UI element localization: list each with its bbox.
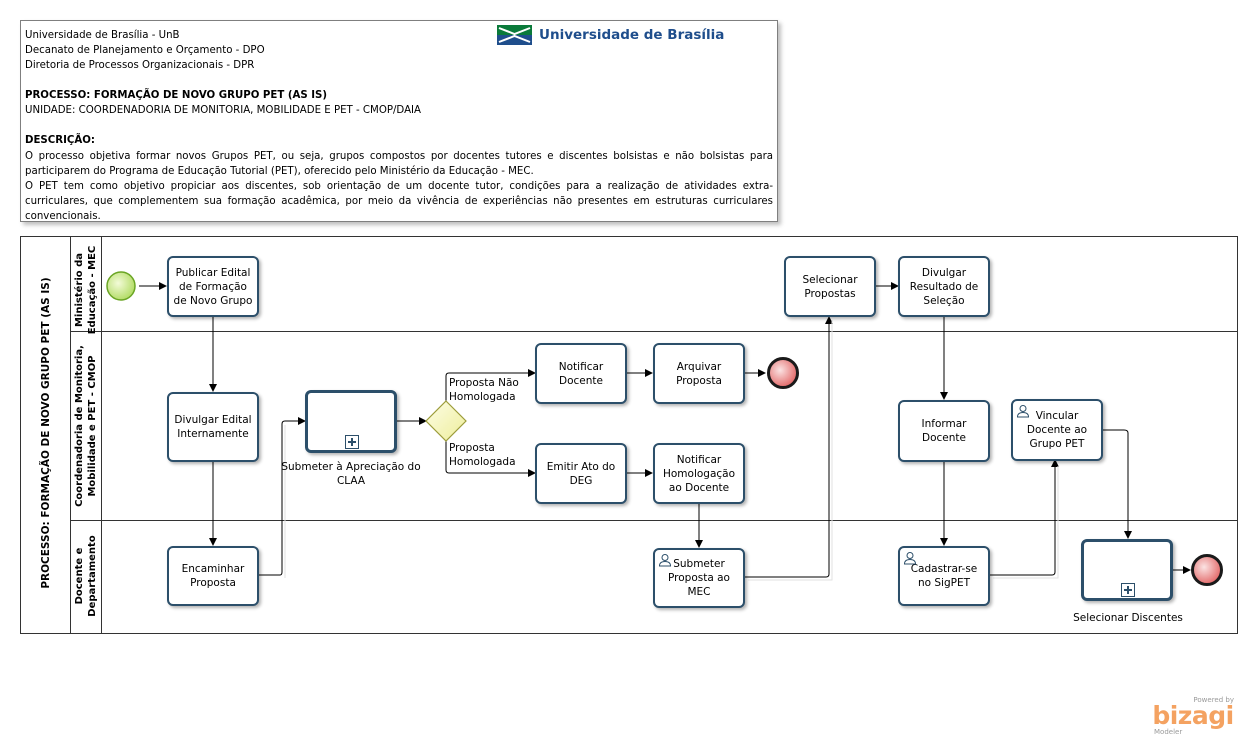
lane-header-column	[71, 237, 102, 633]
subprocess-expand-icon[interactable]	[345, 435, 359, 449]
logo-text: Universidade de Brasília	[539, 27, 725, 43]
description-paragraph-2: O PET tem como objetivo propiciar aos di…	[25, 181, 773, 222]
bizagi-product-text: Modeler	[1154, 728, 1183, 736]
task-publicar-edital-label: Publicar Edital de Formação de Novo Grup…	[173, 266, 253, 307]
lane-divider-2	[71, 520, 1237, 521]
task-informar-docente-label: Informar Docente	[921, 418, 967, 444]
task-submeter-proposta[interactable]: Submeter Proposta ao MEC	[653, 548, 745, 608]
gateway-label-nao-homologada-text: Proposta Não Homologada	[449, 377, 519, 403]
bizagi-logo: bizagi	[1152, 701, 1234, 730]
subprocess-selecionar-discentes[interactable]	[1081, 539, 1173, 601]
task-divulgar-resultado-label: Divulgar Resultado de Seleção	[909, 266, 979, 307]
task-notificar-docente[interactable]: Notificar Docente	[535, 343, 627, 404]
pool-header: PROCESSO: FORMAÇÃO DE NOVO GRUPO PET (AS…	[21, 237, 71, 633]
org-line-unb: Universidade de Brasília - UnB	[25, 30, 180, 41]
task-encaminhar-proposta[interactable]: Encaminhar Proposta	[167, 546, 259, 606]
end-event-final	[1191, 554, 1223, 586]
flow-gateway-to-emitir	[445, 441, 536, 477]
task-notificar-docente-label: Notificar Docente	[558, 360, 604, 387]
task-notificar-homologacao[interactable]: Notificar Homologação ao Docente	[653, 443, 745, 504]
task-cadastrar-sigpet[interactable]: Cadastrar-se no SigPET	[898, 546, 990, 606]
end-event-archived	[767, 357, 799, 389]
user-task-icon	[1016, 405, 1030, 418]
task-emitir-ato[interactable]: Emitir Ato do DEG	[535, 443, 627, 504]
subprocess-submeter-claa[interactable]	[305, 390, 397, 453]
flow-gateway-to-notificar	[445, 369, 536, 402]
task-cadastrar-sigpet-label: Cadastrar-se no SigPET	[910, 563, 978, 589]
task-vincular-docente[interactable]: Vincular Docente ao Grupo PET	[1011, 399, 1103, 461]
exclusive-gateway	[425, 400, 467, 442]
task-divulgar-edital-label: Divulgar Edital Internamente	[174, 414, 252, 440]
task-divulgar-resultado[interactable]: Divulgar Resultado de Seleção	[898, 256, 990, 317]
gateway-label-nao-homologada: Proposta Não Homologada	[449, 376, 523, 404]
org-line-dpo: Decanato de Planejamento e Orçamento - D…	[25, 45, 265, 56]
powered-by-text: Powered by	[1193, 696, 1234, 704]
task-notificar-homologacao-label: Notificar Homologação ao Docente	[662, 453, 736, 494]
flow-cadastrar-to-vincular	[990, 459, 1059, 576]
user-task-icon	[903, 552, 917, 565]
unb-logo-icon	[497, 25, 532, 45]
task-publicar-edital[interactable]: Publicar Edital de Formação de Novo Grup…	[167, 256, 259, 317]
gateway-label-homologada-text: Proposta Homologada	[449, 442, 516, 468]
task-encaminhar-proposta-label: Encaminhar Proposta	[181, 563, 245, 589]
gateway-label-homologada: Proposta Homologada	[449, 441, 523, 469]
start-event	[106, 271, 136, 301]
flow-submeter-to-selecionar	[745, 316, 833, 578]
process-title: PROCESSO: FORMAÇÃO DE NOVO GRUPO PET (AS…	[25, 90, 328, 101]
task-arquivar-proposta-label: Arquivar Proposta	[676, 360, 722, 387]
unit-line: UNIDADE: COORDENADORIA DE MONITORIA, MOB…	[25, 105, 422, 116]
task-submeter-proposta-label: Submeter Proposta ao MEC	[668, 558, 730, 598]
process-header-box: Universidade de Brasília - UnB Decanato …	[20, 20, 778, 222]
pool: PROCESSO: FORMAÇÃO DE NOVO GRUPO PET (AS…	[20, 236, 1238, 634]
description-paragraph-1: O processo objetiva formar novos Grupos …	[25, 151, 773, 177]
task-vincular-docente-label: Vincular Docente ao Grupo PET	[1026, 410, 1088, 450]
user-task-icon	[658, 554, 672, 567]
task-arquivar-proposta[interactable]: Arquivar Proposta	[653, 343, 745, 404]
flow-vincular-to-selecionar-discentes	[1102, 429, 1132, 539]
org-line-dpr: Diretoria de Processos Organizacionais -…	[25, 60, 255, 71]
lane-divider-1	[71, 331, 1237, 332]
flow-encaminhar-to-submeter-claa	[259, 417, 306, 576]
task-divulgar-edital[interactable]: Divulgar Edital Internamente	[167, 392, 259, 462]
subprocess-expand-icon[interactable]	[1121, 583, 1135, 597]
description-heading: DESCRIÇÃO:	[25, 135, 95, 146]
task-informar-docente[interactable]: Informar Docente	[898, 400, 990, 462]
task-selecionar-propostas[interactable]: Selecionar Propostas	[784, 256, 876, 317]
task-emitir-ato-label: Emitir Ato do DEG	[546, 460, 616, 487]
subprocess-selecionar-discentes-label: Selecionar Discentes	[1073, 612, 1183, 624]
task-selecionar-propostas-label: Selecionar Propostas	[802, 273, 858, 300]
subprocess-submeter-claa-label: Submeter à Apreciação do CLAA	[281, 461, 421, 487]
bizagi-branding: Powered by bizagi Modeler	[1148, 696, 1238, 740]
unb-logo: Universidade de Brasília	[497, 25, 724, 45]
